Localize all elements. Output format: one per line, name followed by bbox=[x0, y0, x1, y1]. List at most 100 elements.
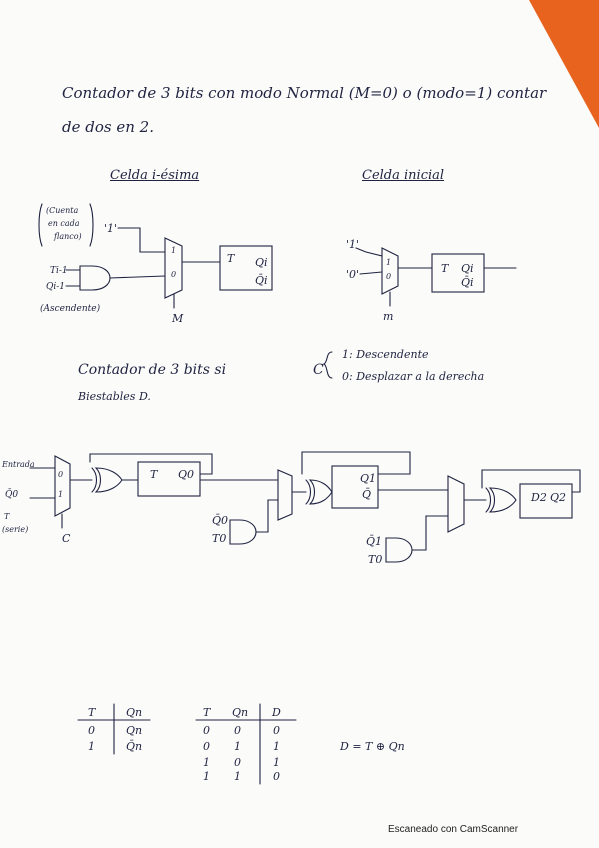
cell-i-heading: Celda i-ésima bbox=[110, 168, 200, 183]
cell-i-note-2: en cada bbox=[48, 219, 80, 228]
cell-init-in-zero: '0' bbox=[346, 268, 360, 281]
table2-cell: 0 bbox=[234, 756, 241, 769]
section2-brace bbox=[322, 351, 333, 379]
circuit-mux-c: C bbox=[62, 532, 71, 545]
cell-i-input-q: Qi-1 bbox=[46, 282, 66, 292]
table1-header-qn: Qn bbox=[126, 706, 143, 719]
circuit-in-q0n: Q̄0 bbox=[5, 490, 19, 500]
circuit-in-entrada: Entrada bbox=[2, 460, 35, 469]
wire-and2-mux2 bbox=[411, 515, 449, 551]
ff-cell-i bbox=[219, 245, 273, 291]
table1-header-t: T bbox=[88, 706, 96, 719]
section2-c-label: C bbox=[313, 362, 324, 378]
cell-i-ff-q: Qi bbox=[255, 256, 268, 269]
section2-option-0: 0: Desplazar a la derecha bbox=[342, 370, 485, 383]
section2-text: Contador de 3 bits si bbox=[78, 362, 227, 378]
title-line-1: Contador de 3 bits con modo Normal (M=0)… bbox=[62, 84, 547, 102]
table1-cell: Qn bbox=[126, 724, 143, 737]
circuit-ff2-d: D2 bbox=[531, 491, 547, 504]
cell-i-ff-qn: Q̄i bbox=[255, 274, 268, 287]
wire-init-one bbox=[355, 247, 383, 257]
cell-i-input-t: Ti-1 bbox=[50, 266, 68, 276]
table1-cell: Q̄n bbox=[126, 740, 143, 753]
cell-i-ascending: (Ascendente) bbox=[40, 304, 101, 314]
table2-cell: 1 bbox=[203, 756, 210, 769]
table2-cell: 0 bbox=[273, 724, 280, 737]
ff-cell-initial bbox=[431, 253, 485, 293]
cell-init-ff-qn: Q̄i bbox=[461, 276, 474, 289]
table2-header-qn: Qn bbox=[232, 706, 249, 719]
mux-cell-i bbox=[164, 237, 183, 299]
mux-stage-2 bbox=[447, 475, 465, 533]
page-corner-fold bbox=[529, 0, 599, 128]
cell-i-note-1: (Cuenta bbox=[46, 206, 79, 215]
section2-biestables: Biestables D. bbox=[78, 390, 151, 403]
cell-init-mode: m bbox=[383, 310, 394, 323]
and-gate-1 bbox=[229, 519, 257, 545]
xor-gate-2 bbox=[488, 487, 517, 513]
cell-i-mux-label-0: 0 bbox=[171, 270, 177, 279]
cell-initial-heading: Celda inicial bbox=[362, 168, 445, 183]
circuit-in-t: T bbox=[4, 512, 10, 521]
and-gate-2 bbox=[385, 537, 413, 563]
table2-cell: 1 bbox=[273, 740, 280, 753]
title-line-2: de dos en 2. bbox=[62, 118, 154, 136]
cell-init-mux-label-1: 1 bbox=[386, 258, 392, 267]
xor-gate-1 bbox=[308, 479, 333, 505]
cell-i-ff-t: T bbox=[227, 252, 235, 265]
circuit-in-serie: (serie) bbox=[2, 525, 29, 534]
wire-init-zero bbox=[359, 271, 383, 275]
cell-i-mux-label-1: 1 bbox=[171, 246, 177, 255]
table2-header-t: T bbox=[203, 706, 211, 719]
cell-i-note-3: flanco) bbox=[54, 232, 82, 241]
note-bracket-left bbox=[38, 203, 43, 247]
mux-cell-initial bbox=[381, 247, 399, 295]
wire-feedback-1 bbox=[301, 451, 411, 475]
wire-and-to-mux bbox=[109, 275, 166, 279]
cell-init-ff-t: T bbox=[441, 262, 449, 275]
circuit-mux0-label-1: 1 bbox=[58, 490, 64, 499]
table2-cell: 1 bbox=[234, 770, 241, 783]
note-bracket-right bbox=[89, 203, 94, 247]
and-gate-cell-i bbox=[79, 265, 111, 291]
ff-stage-2 bbox=[519, 483, 573, 519]
circuit-and1-b: T0 bbox=[212, 532, 227, 545]
table2-cell: 0 bbox=[203, 740, 210, 753]
cell-i-mode: M bbox=[172, 312, 184, 325]
circuit-ff1-qn: Q̄ bbox=[362, 488, 372, 501]
cell-init-ff-q: Qi bbox=[461, 262, 474, 275]
cell-init-mux-label-0: 0 bbox=[386, 272, 392, 281]
mux-stage-0 bbox=[54, 455, 71, 517]
xor2-back bbox=[485, 487, 492, 513]
table2-cell: 0 bbox=[234, 724, 241, 737]
mux-stage-1 bbox=[277, 469, 293, 521]
table2-cell: 0 bbox=[273, 770, 280, 783]
wire-and1-mux1 bbox=[255, 499, 279, 533]
circuit-ff0-t: T bbox=[150, 468, 158, 481]
wire-const-one bbox=[117, 227, 166, 253]
section2-option-1: 1: Descendente bbox=[342, 348, 429, 361]
table2-cell: 1 bbox=[234, 740, 241, 753]
xor-gate-0 bbox=[94, 467, 123, 493]
circuit-ff2-q: Q2 bbox=[550, 491, 567, 504]
table1-cell: 1 bbox=[88, 740, 95, 753]
table2-cell: 0 bbox=[203, 724, 210, 737]
wire-feedback-2 bbox=[481, 469, 581, 493]
xor1-back bbox=[305, 479, 312, 505]
table2-cell: 1 bbox=[273, 756, 280, 769]
cell-i-const-one: '1' bbox=[104, 222, 118, 235]
equation: D = T ⊕ Qn bbox=[340, 740, 405, 753]
scanner-watermark: Escaneado con CamScanner bbox=[388, 824, 519, 835]
wire-feedback-0 bbox=[89, 453, 213, 475]
circuit-ff0-q: Q0 bbox=[178, 468, 195, 481]
ff-stage-0 bbox=[137, 461, 201, 497]
xor0-back bbox=[91, 467, 98, 493]
ff-stage-1 bbox=[331, 465, 379, 509]
circuit-and2-b: T0 bbox=[368, 553, 383, 566]
table2-cell: 1 bbox=[203, 770, 210, 783]
circuit-and2-a: Q̄1 bbox=[366, 535, 383, 548]
circuit-mux0-label-0: 0 bbox=[58, 470, 64, 479]
circuit-ff1-q: Q1 bbox=[360, 472, 377, 485]
